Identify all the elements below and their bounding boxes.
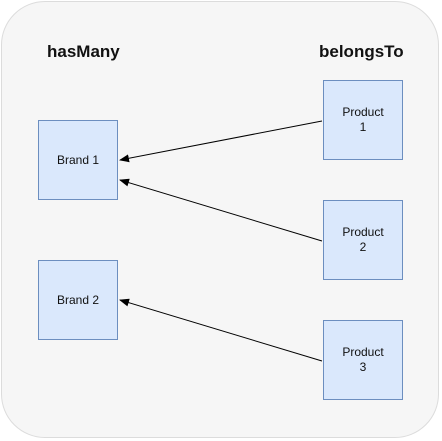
- brand-2-label: Brand 2: [56, 292, 100, 307]
- product-3-label: Product 3: [342, 345, 384, 374]
- has-many-heading: hasMany: [47, 42, 120, 61]
- product-1-node[interactable]: Product 1: [323, 80, 403, 160]
- product-2-label: Product 2: [342, 225, 384, 254]
- brand-1-node[interactable]: Brand 1: [38, 120, 118, 200]
- edge-product-3-to-brand-2: [119, 298, 323, 362]
- product-3-node[interactable]: Product 3: [323, 320, 403, 400]
- product-2-node[interactable]: Product 2: [323, 200, 403, 280]
- brand-2-node[interactable]: Brand 2: [38, 260, 118, 340]
- edge-product-1-to-brand-1: [119, 120, 323, 163]
- edge-product-2-to-brand-1: [119, 178, 323, 242]
- product-1-label: Product 1: [342, 105, 384, 134]
- brand-1-label: Brand 1: [56, 152, 100, 167]
- belongs-to-heading: belongsTo: [319, 42, 404, 61]
